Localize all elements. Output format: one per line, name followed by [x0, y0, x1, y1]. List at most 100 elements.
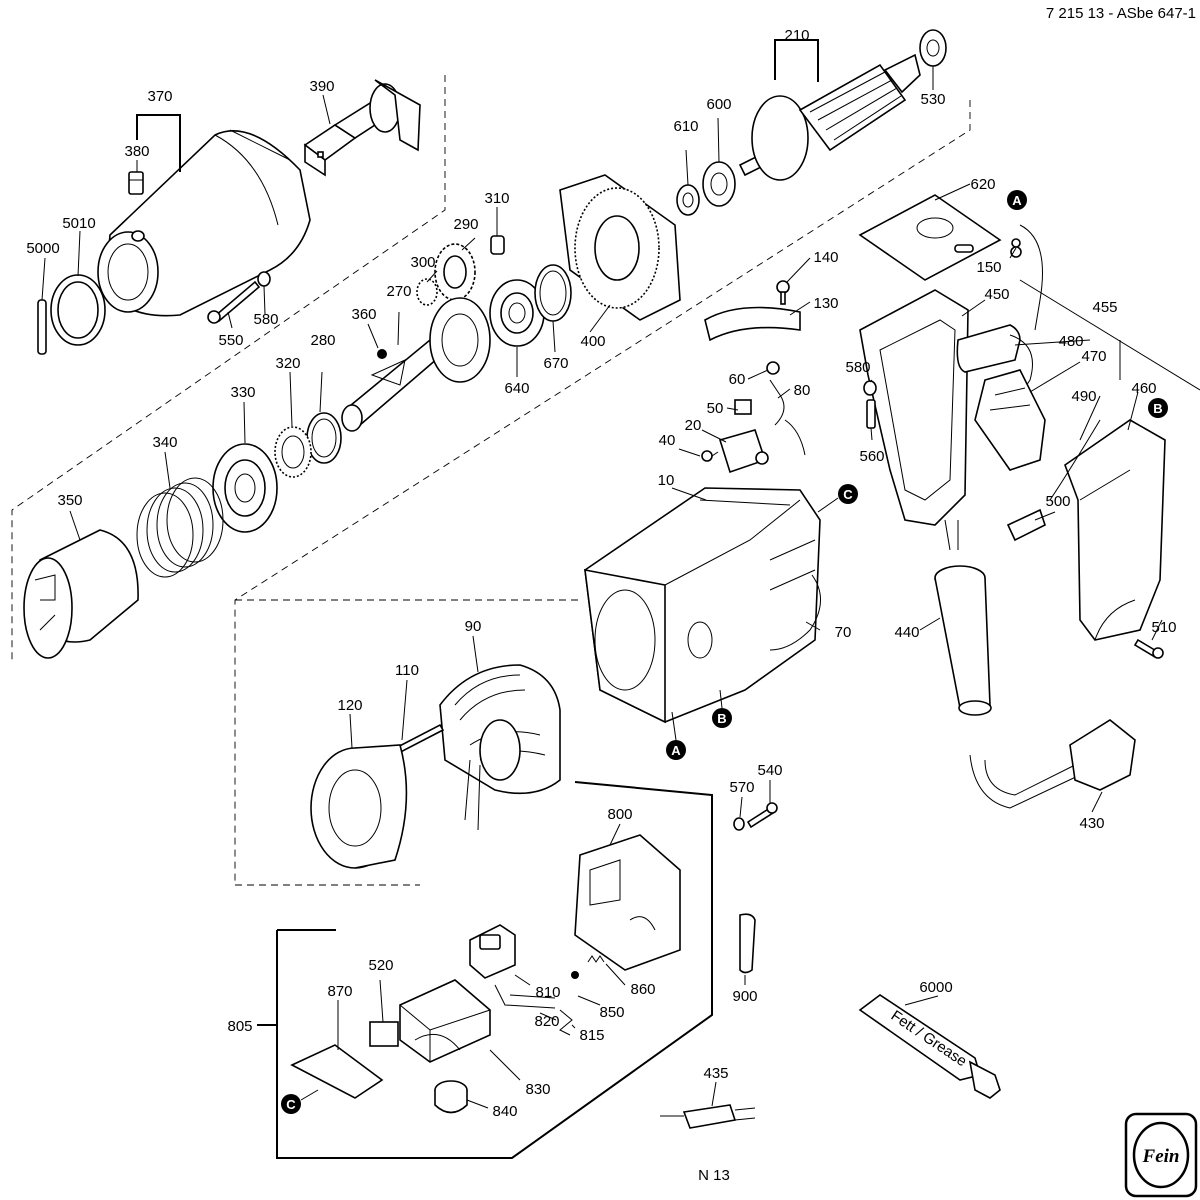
label-360: 360	[351, 306, 376, 323]
grease-tube-6000: Fett / Grease	[858, 994, 1001, 1099]
leader-lines	[41, 66, 1163, 1109]
switch-810	[469, 924, 516, 979]
marker-b-right: B	[1148, 398, 1168, 418]
label-50: 50	[707, 400, 724, 417]
label-670: 670	[543, 355, 568, 372]
label-150: 150	[976, 259, 1001, 276]
label-380: 380	[124, 143, 149, 160]
wires-490	[1049, 419, 1101, 501]
label-390: 390	[309, 78, 334, 95]
spring-860	[587, 955, 605, 963]
cable-70	[769, 574, 821, 651]
label-290: 290	[453, 216, 478, 233]
housing-800	[574, 834, 681, 971]
label-520: 520	[368, 957, 393, 974]
ball-850	[571, 971, 579, 979]
drawing-code: 7 215 13 - ASbe 647-1	[1046, 5, 1196, 22]
label-580-left: 580	[253, 311, 278, 328]
label-60: 60	[729, 371, 746, 388]
frame-armature	[234, 100, 971, 885]
pin-310	[490, 235, 505, 255]
svg-text:C: C	[286, 1097, 296, 1112]
insulation-870	[290, 1044, 384, 1099]
label-610: 610	[673, 118, 698, 135]
label-455: 455	[1092, 299, 1117, 316]
label-10: 10	[658, 472, 675, 489]
gear-housing-370	[97, 129, 311, 317]
part-labels: 370 380 390 5010 5000 550 580 210 530 60…	[26, 27, 1176, 1120]
label-40: 40	[659, 432, 676, 449]
screw-140	[776, 280, 790, 305]
label-340: 340	[152, 434, 177, 451]
washer-580-left	[257, 271, 271, 287]
label-805: 805	[227, 1018, 252, 1035]
intermediate-flange-400	[559, 174, 681, 321]
label-860: 860	[630, 981, 655, 998]
label-540: 540	[757, 762, 782, 779]
label-435: 435	[703, 1065, 728, 1082]
label-900	[739, 913, 756, 974]
plate-620	[858, 194, 1002, 281]
spring-340	[136, 477, 224, 578]
screw-550	[207, 280, 261, 324]
label-130: 130	[813, 295, 838, 312]
frame-gear-housing	[11, 75, 446, 660]
label-800: 800	[607, 806, 632, 823]
label-600: 600	[706, 96, 731, 113]
label-120: 120	[337, 697, 362, 714]
label-560: 560	[859, 448, 884, 465]
bearing-610	[676, 184, 700, 216]
bracket-820	[494, 984, 556, 1009]
power-cable-430	[969, 719, 1136, 809]
label-500: 500	[1045, 493, 1070, 510]
bearing-530	[919, 29, 947, 67]
motor-housing-10	[584, 487, 821, 724]
label-900: 900	[732, 988, 757, 1005]
label-820: 820	[534, 1013, 559, 1030]
cable-clamp-500	[1006, 508, 1046, 542]
brush-spring-80	[769, 379, 806, 456]
label-110: 110	[395, 662, 419, 679]
clutch-350	[23, 529, 139, 659]
plug-435	[660, 1104, 756, 1129]
label-510: 510	[1151, 619, 1176, 636]
marker-a-motor: A	[666, 740, 686, 760]
bracket-815	[559, 1009, 573, 1036]
label-450: 450	[984, 286, 1009, 303]
ring-670	[534, 264, 572, 322]
cover-130	[704, 306, 801, 342]
armature-210	[738, 53, 921, 181]
bearing-330	[212, 443, 278, 533]
ball-360	[377, 349, 387, 359]
marker-c-motor: C	[838, 484, 858, 504]
label-490: 490	[1071, 388, 1096, 405]
label-830: 830	[525, 1081, 550, 1098]
label-350: 350	[57, 492, 82, 509]
switch-470	[974, 369, 1046, 471]
bearing-600	[702, 161, 736, 207]
pin-5000	[37, 299, 47, 355]
label-850: 850	[599, 1004, 624, 1021]
label-580-right: 580	[845, 359, 870, 376]
label-480: 480	[1058, 333, 1083, 350]
label-80: 80	[794, 382, 811, 399]
handle-shell-450	[859, 289, 969, 526]
capacitor-480	[956, 324, 1033, 396]
spindle-270	[341, 297, 491, 432]
label-140: 140	[813, 249, 838, 266]
bracket-210	[774, 39, 819, 82]
field-coil-90	[439, 664, 561, 831]
label-815: 815	[579, 1027, 604, 1044]
screw-40	[701, 450, 719, 462]
brush-holder-20	[718, 429, 769, 474]
gear-290	[434, 243, 476, 301]
label-280: 280	[310, 332, 335, 349]
pinion-300	[416, 278, 438, 306]
label-470: 470	[1081, 348, 1106, 365]
label-840: 840	[492, 1103, 517, 1120]
label-300: 300	[410, 254, 435, 271]
electronic-module-830	[399, 979, 491, 1063]
label-570: 570	[729, 779, 754, 796]
screw-60	[766, 361, 780, 375]
